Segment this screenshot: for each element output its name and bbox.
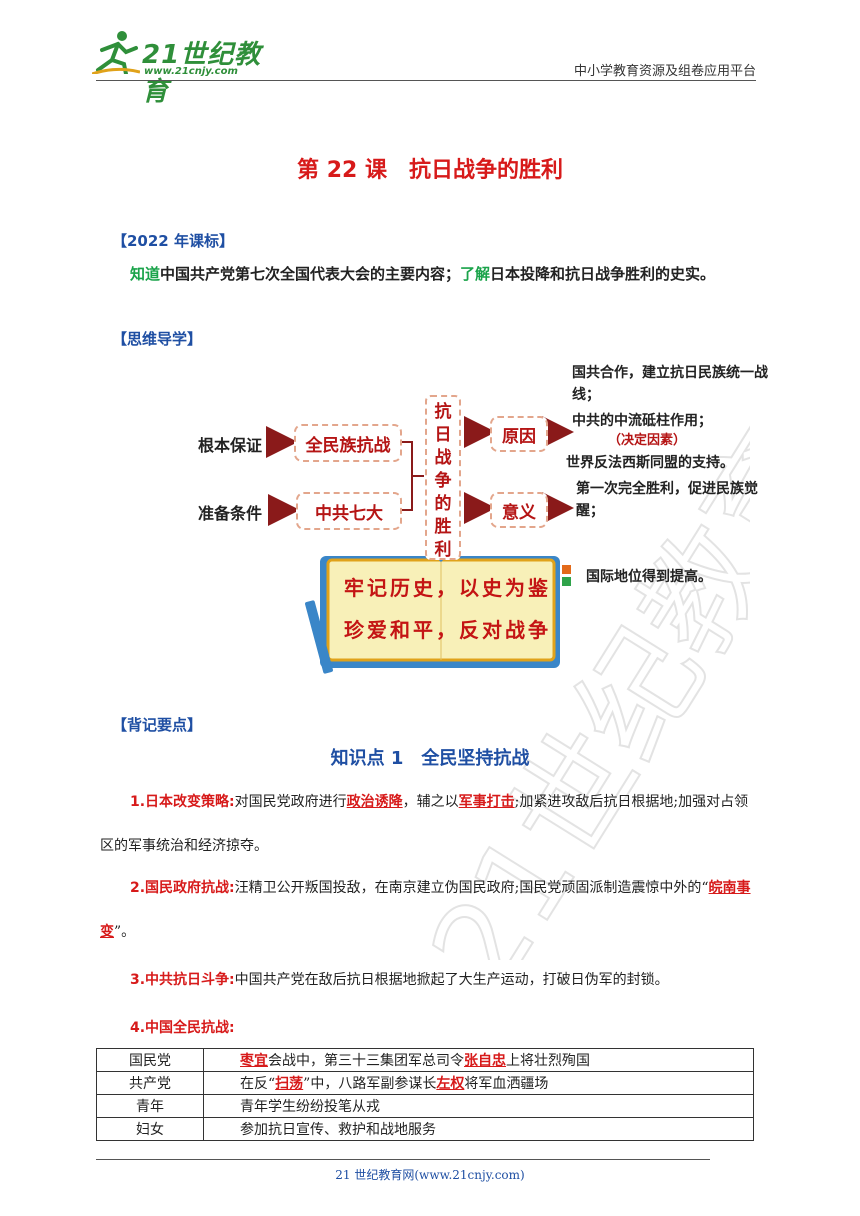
- table-key: 张自忠: [464, 1053, 506, 1069]
- mindmap-heading: 【思维导学】: [112, 330, 203, 348]
- p1-label: 1.日本改变策略:: [130, 794, 235, 810]
- paragraph-1: 1.日本改变策略:对国民党政府进行政治诱降，辅之以军事打击;加紧进攻敌后抗日根据…: [100, 780, 762, 868]
- p2-text: 汪精卫公开叛国投敌，在南京建立伪国民政府;国民党顽固派制造震惊中外的“: [234, 880, 709, 896]
- table-cell-group: 共产党: [96, 1071, 204, 1095]
- footer-divider: [96, 1159, 710, 1160]
- standard-heading: 【2022 年课标】: [112, 232, 234, 250]
- p3-text: 中国共产党在敌后抗日根据地掀起了大生产运动，打破日伪军的封锁。: [234, 972, 669, 988]
- center-char: 利: [434, 540, 452, 560]
- standard-text: 知道中国共产党第七次全国代表大会的主要内容；了解日本投降和抗日战争胜利的史实。: [130, 263, 715, 284]
- table-cell-group: 国民党: [96, 1048, 204, 1072]
- resistance-table: 国民党 枣宜会战中，第三十三集团军总司令张自忠上将壮烈殉国 共产党 在反“扫荡”…: [96, 1048, 754, 1141]
- paragraph-4: 4.中国全民抗战:: [100, 1006, 762, 1050]
- p4-label: 4.中国全民抗战:: [130, 1020, 235, 1036]
- table-cell-content: 参加抗日宣传、救护和战地服务: [203, 1117, 754, 1141]
- center-victory: 抗 日 战 争 的 胜 利: [425, 395, 461, 560]
- reason-2: 中共的中流砥柱作用；: [572, 413, 712, 429]
- center-char: 抗: [434, 402, 452, 422]
- box-reason: 原因: [490, 416, 548, 452]
- page-title: 第 22 课 抗日战争的胜利: [297, 158, 563, 183]
- standard-verb1: 知道: [130, 265, 161, 283]
- platform-name: 中小学教育资源及组卷应用平台: [573, 64, 756, 79]
- table-key: 扫荡: [275, 1076, 304, 1092]
- brand-name: 21世纪教育: [142, 40, 262, 107]
- table-row: 共产党 在反“扫荡”中，八路军副参谋长左权将军血洒疆场: [96, 1071, 754, 1095]
- table-cell-group: 青年: [96, 1094, 204, 1118]
- table-row: 国民党 枣宜会战中，第三十三集团军总司令张自忠上将壮烈殉国: [96, 1048, 754, 1072]
- p1-text: ，辅之以: [402, 794, 459, 810]
- table-text: 在反“: [240, 1076, 276, 1092]
- table-key: 枣宜: [240, 1053, 268, 1069]
- table-row: 妇女 参加抗日宣传、救护和战地服务: [96, 1117, 754, 1141]
- meaning-2: 国际地位得到提高。: [586, 569, 712, 585]
- p2-text: ”。: [114, 924, 136, 940]
- standard-verb2: 了解: [460, 265, 491, 283]
- book-graphic: [305, 552, 571, 674]
- footer-text: 21 世纪教育网(www.21cnjy.com): [335, 1168, 525, 1182]
- p1-key1: 政治诱降: [346, 794, 403, 810]
- p1-text: 对国民党政府进行: [234, 794, 347, 810]
- reason-2-note: （决定因素）: [608, 433, 687, 448]
- book-line-2: 珍爱和平，反对战争: [344, 618, 551, 642]
- p1-key2: 军事打击: [458, 794, 515, 810]
- p1-text: ;加紧进攻敌后抗日根据地;加强对占领区的军事统治和经济掠夺。: [100, 794, 749, 854]
- mindmap-connectors: [266, 416, 574, 674]
- runner-icon: [92, 31, 140, 74]
- p2-label: 2.国民政府抗战:: [130, 880, 235, 896]
- header-divider: [96, 80, 756, 81]
- book-line-1: 牢记历史，以史为鉴: [344, 576, 551, 600]
- standard-text1: 中国共产党第七次全国代表大会的主要内容；: [160, 265, 461, 283]
- table-cell-group: 妇女: [96, 1117, 204, 1141]
- table-row: 青年 青年学生纷纷投笔从戎: [96, 1094, 754, 1118]
- table-text: 将军血洒疆场: [464, 1076, 549, 1092]
- box-ccp-7th: 中共七大: [296, 492, 402, 530]
- label-prep: 准备条件: [198, 504, 263, 523]
- center-char: 胜: [434, 517, 452, 537]
- center-char: 争: [434, 471, 452, 491]
- reason-3: 世界反法西斯同盟的支持。: [566, 455, 734, 471]
- p2-key1: 皖南事变: [100, 880, 751, 940]
- paragraph-3: 3.中共抗日斗争:中国共产党在敌后抗日根据地掀起了大生产运动，打破日伪军的封锁。: [100, 958, 762, 1002]
- center-char: 战: [434, 448, 452, 468]
- logo: 21世纪教育 www.21cnjy.com: [92, 26, 272, 107]
- table-cell-content: 在反“扫荡”中，八路军副参谋长左权将军血洒疆场: [203, 1071, 754, 1095]
- memo-heading: 【背记要点】: [112, 716, 203, 734]
- table-key: 左权: [436, 1076, 465, 1092]
- box-all-people-war: 全民族抗战: [294, 424, 402, 462]
- center-char: 日: [434, 425, 452, 445]
- box-meaning: 意义: [490, 492, 548, 528]
- label-guarantee: 根本保证: [198, 436, 263, 455]
- table-cell-content: 枣宜会战中，第三十三集团军总司令张自忠上将壮烈殉国: [203, 1048, 754, 1072]
- p3-label: 3.中共抗日斗争:: [130, 972, 235, 988]
- brand-url: www.21cnjy.com: [144, 66, 238, 77]
- knowledge-point-title: 知识点 1 全民坚持抗战: [330, 748, 530, 769]
- paragraph-2: 2.国民政府抗战:汪精卫公开叛国投敌，在南京建立伪国民政府;国民党顽固派制造震惊…: [100, 866, 762, 954]
- table-cell-content: 青年学生纷纷投笔从戎: [203, 1094, 754, 1118]
- table-text: ”中，八路军副参谋长: [303, 1076, 437, 1092]
- table-text: 上将壮烈殉国: [506, 1053, 590, 1069]
- meaning-1: 第一次完全胜利，促进民族觉醒；: [576, 481, 758, 519]
- center-char: 的: [434, 494, 452, 514]
- reason-1: 国共合作，建立抗日民族统一战线；: [572, 365, 768, 403]
- standard-text2: 日本投降和抗日战争胜利的史实。: [490, 265, 716, 283]
- table-text: 会战中，第三十三集团军总司令: [268, 1053, 464, 1069]
